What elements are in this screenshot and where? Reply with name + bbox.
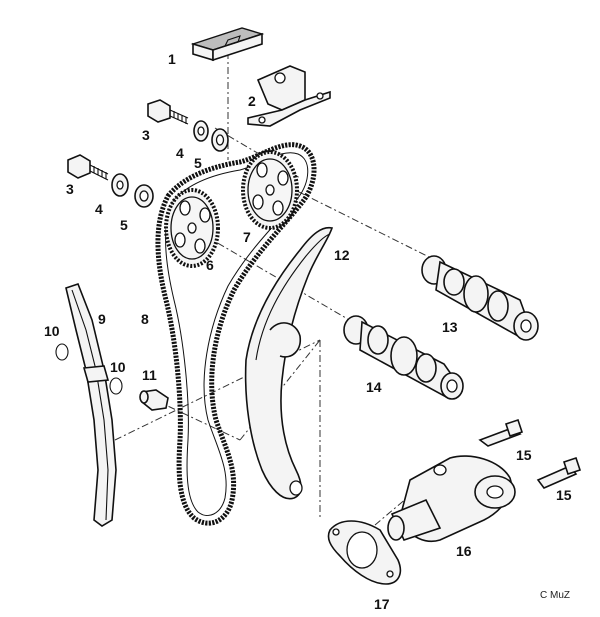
camshaft-part-14 <box>343 315 464 400</box>
label-13: 13 <box>442 319 458 335</box>
label-7: 7 <box>243 229 251 245</box>
label-2: 2 <box>248 93 256 109</box>
label-15-upper: 15 <box>516 447 532 463</box>
label-12: 12 <box>334 247 350 263</box>
tensioner-bolt-part-15-lower <box>536 456 582 489</box>
lower-washer-part-4 <box>111 173 129 197</box>
label-3-upper: 3 <box>142 127 150 143</box>
lower-spacer-part-5 <box>134 184 154 208</box>
label-5-upper: 5 <box>194 155 202 171</box>
label-9: 9 <box>98 311 106 327</box>
timing-chain-part-8 <box>155 142 317 526</box>
right-sprocket-part-7 <box>241 150 299 230</box>
label-10-left: 10 <box>44 323 60 339</box>
label-15-lower: 15 <box>556 487 572 503</box>
tensioner-bolt-part-15-upper <box>478 418 524 447</box>
camshaft-part-13 <box>421 255 539 341</box>
label-16: 16 <box>456 543 472 559</box>
o-ring-part-10-right <box>109 377 123 395</box>
label-1: 1 <box>168 51 176 67</box>
callout-labels: 1 2 3 4 5 3 4 5 6 7 8 9 10 10 11 12 13 1… <box>44 51 572 612</box>
label-4-upper: 4 <box>176 145 184 161</box>
left-sprocket-part-6 <box>164 188 220 268</box>
label-6: 6 <box>206 257 214 273</box>
label-3-lower: 3 <box>66 181 74 197</box>
chain-guide-part-9 <box>65 283 117 527</box>
label-14: 14 <box>366 379 382 395</box>
top-chain-guide-part-1 <box>190 27 265 62</box>
tensioner-guide-part-12 <box>244 226 334 500</box>
pin-part-11 <box>139 389 169 411</box>
label-5-lower: 5 <box>120 217 128 233</box>
upper-bolt-part-3 <box>147 99 189 125</box>
label-10-right: 10 <box>110 359 126 375</box>
label-8: 8 <box>141 311 149 327</box>
lower-bolt-part-3 <box>67 154 109 181</box>
label-4-lower: 4 <box>95 201 103 217</box>
o-ring-part-10-left <box>55 343 69 361</box>
bracket-part-2 <box>247 65 331 127</box>
chain-tensioner-part-16 <box>387 455 516 543</box>
copyright-text: C MuZ <box>540 590 570 601</box>
label-11: 11 <box>142 367 157 383</box>
upper-washer-part-4 <box>193 120 209 142</box>
upper-spacer-part-5 <box>211 128 229 152</box>
gasket-part-17 <box>327 520 402 585</box>
label-17: 17 <box>374 596 390 612</box>
